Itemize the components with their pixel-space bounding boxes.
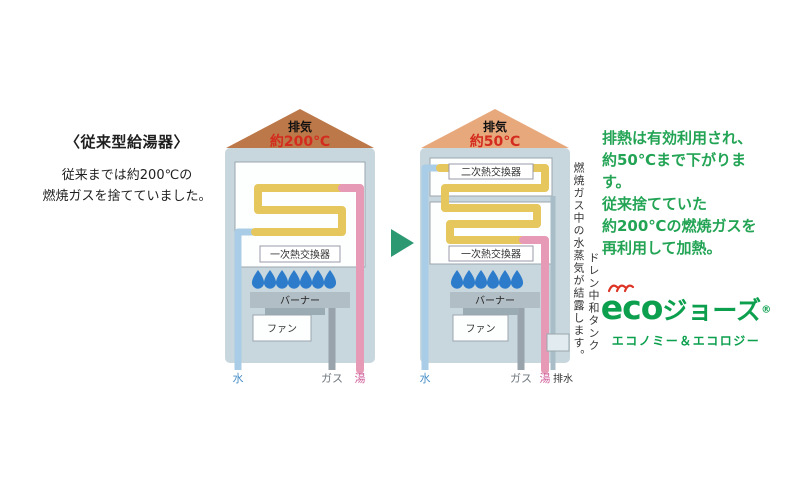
primary-label-box: [448, 245, 534, 262]
drain-tank: [546, 333, 570, 352]
burner-label: バーナー: [280, 295, 320, 307]
benefit-line: 約200℃の燃焼ガスを: [602, 217, 757, 235]
primary-exchanger-label: 一次熱交換器: [270, 248, 330, 261]
fan-label: ファン: [466, 324, 496, 335]
fan-label: ファン: [267, 324, 297, 335]
benefit-line: 排熱は有効利用され、: [602, 129, 753, 147]
burner-bar: [450, 292, 540, 308]
drain-label: 排水: [553, 372, 573, 385]
conventional-desc-lines: 従来までは約200℃の 燃焼ガスを捨てていました。: [36, 165, 218, 208]
conventional-title: 〈従来型給湯器〉: [64, 133, 189, 151]
drain-tank-note: ドレン中和タンク: [587, 252, 600, 352]
hot-water-label: 湯: [540, 372, 551, 385]
burner-support: [265, 308, 325, 315]
secondary-label-box: [448, 163, 534, 180]
exhaust-temp: 約200℃: [270, 133, 330, 150]
desc-line: 燃焼ガスを捨てていました。: [42, 189, 212, 205]
cold-water-pipe: [421, 164, 440, 370]
logo-wordmark: ecoジョーズ®: [600, 284, 772, 327]
cold-water-pipe: [234, 228, 255, 370]
primary-exchanger-label: 一次熱交換器: [461, 248, 521, 261]
gas-label: ガス: [321, 372, 343, 385]
eco-jozu-logo: ecoジョーズ® エコノミー＆エコロジー: [600, 284, 772, 349]
eco-heater-diagram: 二次熱交換器 一次熱交換器 バーナー ファン 排気 約50℃ 水 ガス 湯 排水: [420, 109, 573, 385]
exhaust-arrow-warm-icon: [421, 109, 569, 148]
benefit-line: 再利用して加熱。: [602, 239, 722, 257]
primary-coil: [441, 204, 541, 244]
conventional-heater-diagram: 一次熱交換器 バーナー ファン 排気 約200℃ 水 ガス 湯: [225, 109, 375, 385]
benefit-line: 約50℃まで下がります。: [602, 151, 747, 191]
condensation-note: 燃焼ガス中の水蒸気が結露します。: [572, 162, 585, 362]
secondary-exchanger-label: 二次熱交換器: [461, 166, 521, 179]
gas-label: ガス: [510, 372, 532, 385]
exhaust-arrow-hot-icon: [226, 109, 374, 148]
heat-exchanger-coil: [251, 184, 346, 236]
benefit-line: 従来捨てていた: [602, 195, 708, 213]
hot-water-pipe: [519, 236, 549, 374]
water-label: 水: [420, 372, 431, 385]
burner-label: バーナー: [475, 295, 515, 307]
eco-benefit-text: 排熱は有効利用され、 約50℃まで下がります。 従来捨てていた 約200℃の燃焼…: [602, 127, 774, 259]
steam-icon: [607, 284, 634, 293]
burner-support: [463, 308, 519, 315]
transition-arrow-icon: [391, 229, 414, 257]
exchanger-label-box: [259, 245, 341, 263]
conventional-description: 〈従来型給湯器〉 従来までは約200℃の 燃焼ガスを捨てていました。: [36, 131, 218, 208]
exhaust-label: 排気: [483, 119, 507, 134]
hot-water-label: 湯: [355, 372, 366, 385]
burner-bar: [250, 292, 350, 308]
desc-line: 従来までは約200℃の: [61, 168, 193, 183]
exhaust-temp: 約50℃: [470, 133, 520, 150]
registered-mark: ®: [761, 304, 772, 316]
logo-subtitle: エコノミー＆エコロジー: [611, 334, 761, 348]
hot-water-pipe: [338, 184, 364, 374]
fan-box: [252, 314, 312, 342]
logo-eco-text: eco: [600, 288, 664, 327]
exhaust-label: 排気: [288, 119, 312, 134]
water-label: 水: [233, 372, 244, 385]
logo-jozu-text: ジョーズ: [662, 296, 762, 325]
fan-box: [452, 314, 509, 342]
